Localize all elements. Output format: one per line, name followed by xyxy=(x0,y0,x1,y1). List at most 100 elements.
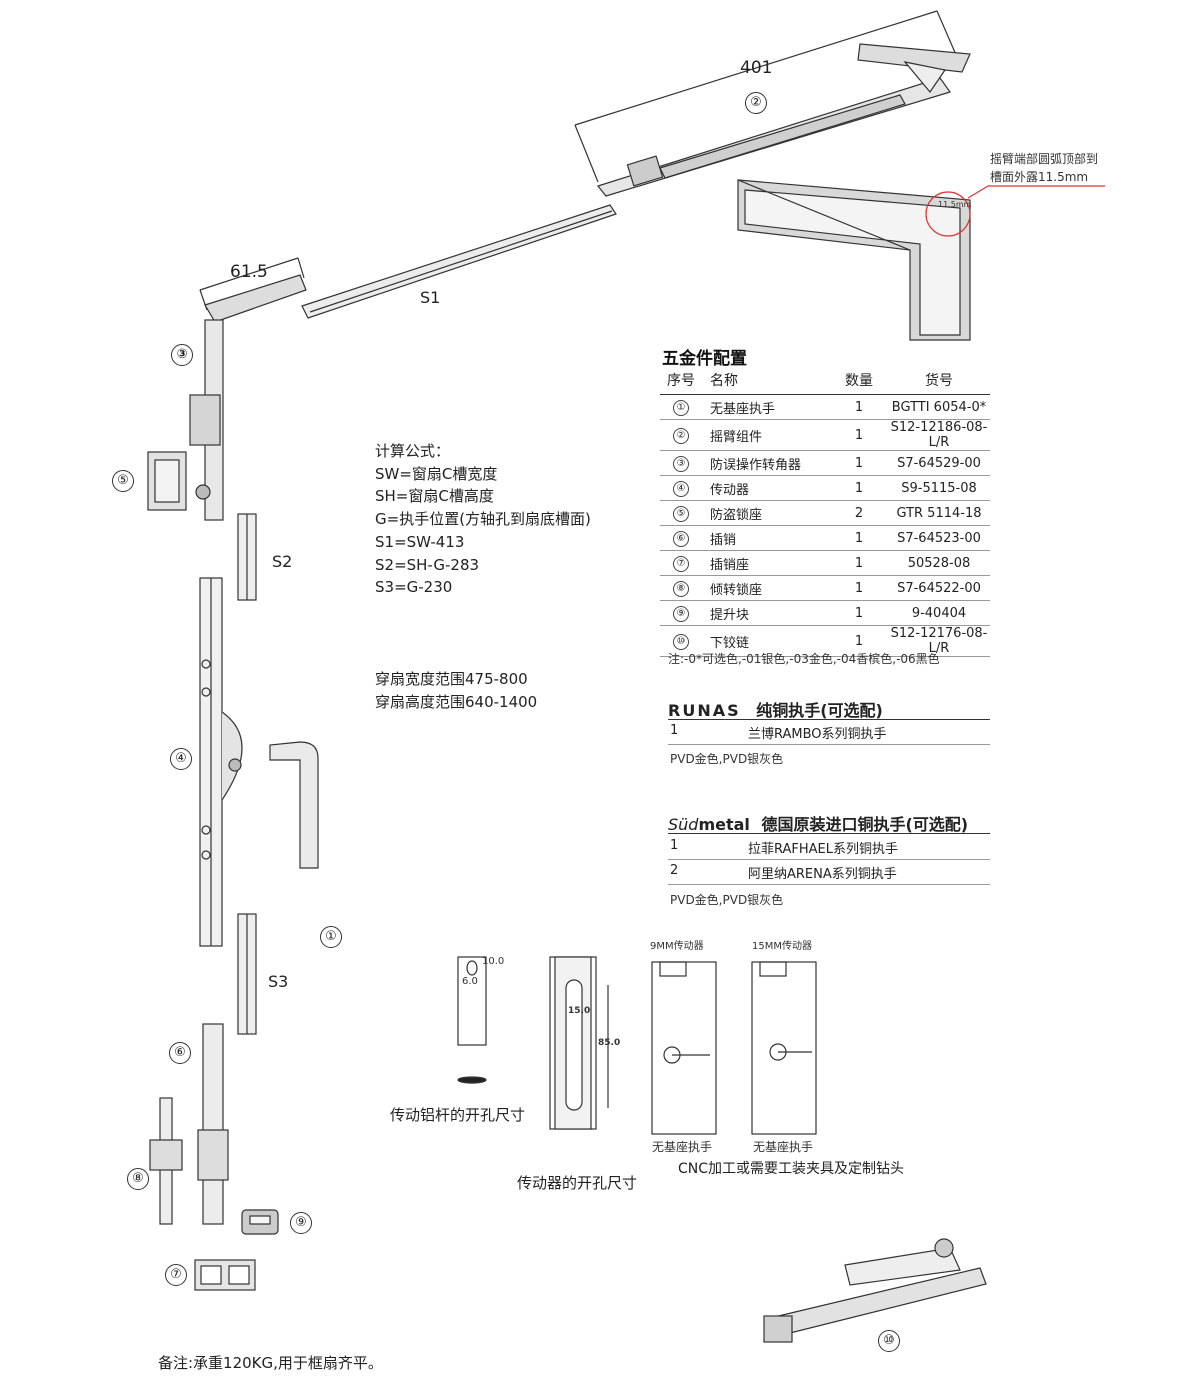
runas-title: 纯铜执手(可选配) xyxy=(756,701,883,720)
sudmetal-brand-prefix: Süd xyxy=(668,815,699,834)
arm-length-dim: 401 xyxy=(740,58,773,78)
gear-caption: 传动器的开孔尺寸 xyxy=(517,1174,638,1192)
table-footnote: 注:-0*可选色,-01银色,-03金色,-04香槟色,-06黑色 xyxy=(668,652,940,666)
sudmetal-row: 1 拉菲RAFHAEL系列铜执手 xyxy=(668,835,990,860)
detail-note-dim: 11.5mm xyxy=(938,200,972,209)
formula-line: SH=窗扇C槽高度 xyxy=(375,487,494,506)
row-code: S7-64522-00 xyxy=(888,575,990,601)
gear-dim2: 85.0 xyxy=(598,1038,621,1048)
detail-note-line1: 摇臂端部圆弧顶部到 xyxy=(990,152,1099,166)
callout-9: ⑨ xyxy=(290,1212,312,1234)
row-qty: 1 xyxy=(830,419,888,451)
gear-dim1: 15.0 xyxy=(568,1006,591,1016)
sudmetal-row-no: 1 xyxy=(670,838,679,853)
row-no: ⑩ xyxy=(673,633,689,650)
row-name: 摇臂组件 xyxy=(702,419,830,451)
callout-4: ④ xyxy=(170,748,192,770)
header-qty: 数量 xyxy=(830,368,888,395)
sudmetal-note: PVD金色,PVD银灰色 xyxy=(670,893,784,907)
row-no: ⑨ xyxy=(673,605,689,622)
sudmetal-row-no: 2 xyxy=(670,863,679,878)
formula-line: S2=SH-G-283 xyxy=(375,555,480,574)
row-name: 传动器 xyxy=(702,475,830,501)
runas-row: 1 兰博RAMBO系列铜执手 xyxy=(668,720,990,745)
rod-dim2: 6.0 xyxy=(462,976,478,987)
row-name: 防误操作转角器 xyxy=(702,450,830,476)
row-code: S7-64523-00 xyxy=(888,525,990,551)
row-name: 下铰链 xyxy=(702,625,830,657)
row-code: S9-5115-08 xyxy=(888,475,990,501)
s3-label: S3 xyxy=(268,972,289,991)
mm9-title: 9MM传动器 xyxy=(650,941,704,952)
row-qty: 1 xyxy=(830,394,888,420)
mm15-title: 15MM传动器 xyxy=(752,941,812,952)
sudmetal-row: 2 阿里纳ARENA系列铜执手 xyxy=(668,860,990,885)
runas-note: PVD金色,PVD银灰色 xyxy=(670,752,784,766)
row-no: ④ xyxy=(673,480,689,497)
header-code: 货号 xyxy=(888,368,990,395)
row-qty: 1 xyxy=(830,625,888,657)
row-no: ② xyxy=(673,427,689,444)
row-qty: 1 xyxy=(830,550,888,576)
rod-dim1: 10.0 xyxy=(482,956,505,967)
row-code: GTR 5114-18 xyxy=(888,500,990,526)
callout-2: ② xyxy=(745,92,767,114)
sudmetal-row-name: 阿里纳ARENA系列铜执手 xyxy=(748,867,897,882)
row-qty: 1 xyxy=(830,600,888,626)
row-qty: 1 xyxy=(830,450,888,476)
runas-row-name: 兰博RAMBO系列铜执手 xyxy=(748,727,887,742)
header-no: 序号 xyxy=(660,368,702,395)
detail-note-line2: 槽面外露11.5mm xyxy=(990,170,1089,184)
row-qty: 1 xyxy=(830,475,888,501)
sudmetal-header: Südmetal 德国原装进口铜执手(可选配) xyxy=(668,811,990,834)
sudmetal-brand-suffix: metal xyxy=(698,815,750,834)
row-code: 9-40404 xyxy=(888,600,990,626)
range-height: 穿扇高度范围640-1400 xyxy=(375,692,538,711)
range-width: 穿扇宽度范围475-800 xyxy=(375,670,528,688)
corner-length-dim: 61.5 xyxy=(230,262,268,282)
runas-row-no: 1 xyxy=(670,723,679,738)
remark: 备注:承重120KG,用于框扇齐平。 xyxy=(158,1354,383,1372)
row-qty: 1 xyxy=(830,575,888,601)
rod-caption: 传动铝杆的开孔尺寸 xyxy=(390,1106,526,1124)
sudmetal-row-name: 拉菲RAFHAEL系列铜执手 xyxy=(748,842,899,857)
mm9-sub: 无基座执手 xyxy=(652,1140,713,1154)
callout-5: ⑤ xyxy=(112,470,134,492)
row-code: 50528-08 xyxy=(888,550,990,576)
runas-header: RUNAS 纯铜执手(可选配) xyxy=(668,697,990,720)
callout-7: ⑦ xyxy=(165,1264,187,1286)
callout-8: ⑧ xyxy=(127,1168,149,1190)
row-code: S12-12176-08-L/R xyxy=(888,625,990,657)
row-code: S12-12186-08-L/R xyxy=(888,419,990,451)
row-no: ⑥ xyxy=(673,530,689,547)
runas-brand: RUNAS xyxy=(668,701,741,720)
callout-1: ① xyxy=(320,926,342,948)
mm15-sub: 无基座执手 xyxy=(753,1140,814,1154)
s1-label: S1 xyxy=(420,288,441,307)
formula-line: G=执手位置(方轴孔到扇底槽面) xyxy=(375,510,591,529)
row-no: ⑦ xyxy=(673,555,689,572)
row-name: 无基座执手 xyxy=(702,394,830,420)
range-block: 穿扇宽度范围475-800 穿扇高度范围640-1400 xyxy=(375,668,537,713)
row-no: ③ xyxy=(673,455,689,472)
callout-3: ③ xyxy=(171,344,193,366)
formula-line: S1=SW-413 xyxy=(375,532,465,551)
row-name: 倾转锁座 xyxy=(702,575,830,601)
row-code: BGTTI 6054-0* xyxy=(888,394,990,420)
s2-label: S2 xyxy=(272,552,293,571)
header-name: 名称 xyxy=(702,368,830,395)
row-code: S7-64529-00 xyxy=(888,450,990,476)
formula-line: SW=窗扇C槽宽度 xyxy=(375,464,498,483)
cnc-caption: CNC加工或需要工装夹具及定制钻头 xyxy=(678,1161,905,1177)
